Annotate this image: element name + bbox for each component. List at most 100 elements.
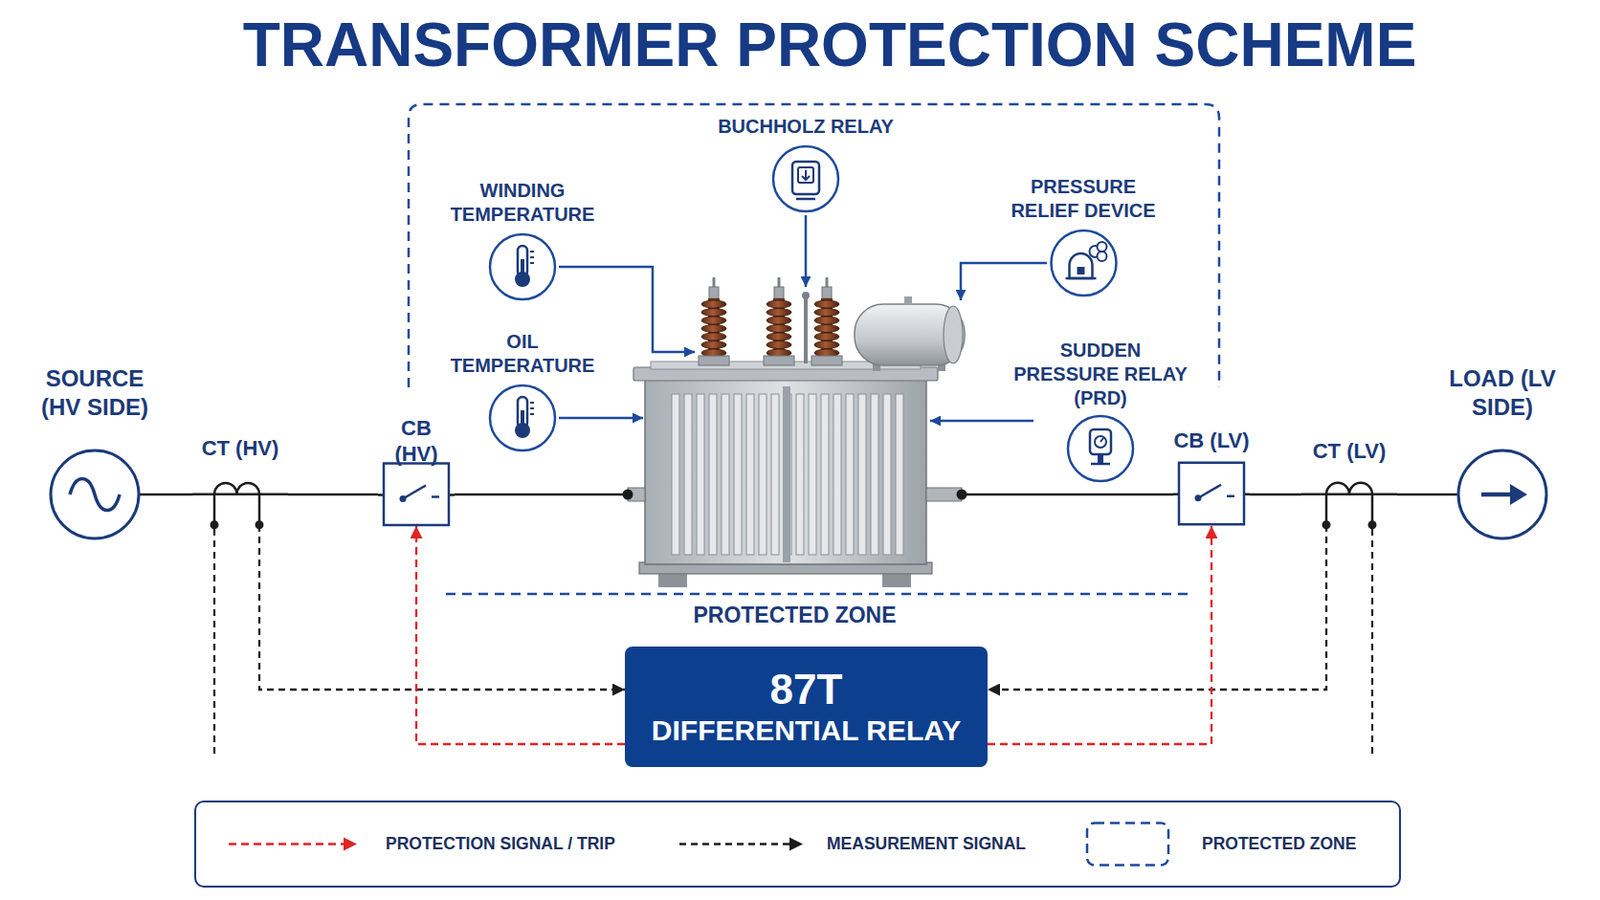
circuit-breaker [1178, 463, 1245, 526]
current-transformer [1322, 521, 1332, 531]
source-label: SOURCE (HV SIDE) [32, 364, 157, 423]
radiator-fin [746, 394, 755, 556]
radiator-fin [721, 394, 730, 556]
hv-bushing [709, 287, 719, 299]
hv-bushing [701, 333, 727, 341]
protected-zone: PROTECTED ZONEBUCHHOLZ RELAYWINDING TEMP… [408, 104, 1220, 632]
buchholz-relay-icon [796, 198, 816, 201]
differential-relay: 87TDIFFERENTIAL RELAY [624, 646, 988, 768]
power-line [1249, 493, 1302, 497]
load-symbol: LOAD (LV SIDE) [1440, 364, 1565, 543]
hv-bushing [701, 341, 727, 350]
radiator-fin [671, 394, 680, 556]
sudden-pressure-icon [1097, 454, 1104, 464]
circuit-breaker: CB (HV) [377, 415, 455, 528]
radiator-fin [808, 394, 817, 556]
radiator-fin [733, 394, 742, 556]
winding-temperature-icon [530, 262, 534, 265]
sudden-pressure-icon: SUDDEN PRESSURE RELAY (PRD) [1009, 338, 1192, 485]
circuit-breaker: CB (LV) [1173, 427, 1250, 527]
radiator-fin [821, 394, 829, 556]
hv-bushing [701, 300, 727, 309]
pressure-relief-icon [1096, 251, 1107, 262]
legend-label: PROTECTED ZONE [1201, 834, 1356, 855]
hv-bushing [763, 355, 795, 366]
radiator-fin [845, 394, 854, 556]
hv-bushing [822, 287, 832, 299]
legend-swatch [679, 802, 803, 887]
hv-bushing [698, 355, 730, 366]
pressure-relief-icon [1096, 242, 1107, 252]
pressure-relief-icon [1050, 230, 1116, 296]
radiator-fin [858, 394, 867, 556]
oil-temperature-icon [489, 385, 556, 451]
current-transformer [255, 521, 265, 531]
hv-bushing [814, 316, 840, 325]
hv-bushing [766, 316, 792, 325]
transformer-body [956, 489, 968, 501]
sensor-leader [930, 420, 1034, 423]
sudden-pressure-icon [1089, 429, 1112, 455]
legend-label: MEASUREMENT SIGNAL [826, 834, 1026, 855]
breaker-label: CB (LV) [1173, 427, 1250, 455]
device-label: SUDDEN PRESSURE RELAY (PRD) [1009, 338, 1192, 411]
load-symbol [1440, 450, 1547, 539]
ct-label: CT (HV) [192, 435, 289, 463]
power-line [1397, 493, 1441, 497]
current-transformer [1326, 483, 1373, 526]
hv-bushing [701, 316, 727, 325]
winding-temperature-icon: WINDING TEMPERATURE [441, 178, 604, 303]
radiator-fin [709, 394, 717, 556]
hv-bushing [811, 277, 843, 366]
radiator-fin [895, 394, 904, 556]
buchholz-relay-icon [773, 146, 839, 212]
transformer-body [926, 488, 962, 502]
sensor-leader [558, 266, 695, 353]
hv-bushing [814, 333, 840, 341]
circuit-breaker [383, 463, 449, 526]
device-label: PRESSURE RELIEF DEVICE [1004, 175, 1163, 223]
sudden-pressure-icon [1067, 416, 1134, 482]
source-symbol [138, 493, 157, 497]
relay-label: 87T [770, 666, 844, 715]
transformer-body [622, 361, 968, 588]
hv-bushing [698, 277, 730, 366]
circuit-breaker [1226, 495, 1235, 499]
transformer-body [622, 489, 634, 501]
buchholz-relay-icon [798, 167, 814, 183]
hv-bushing [766, 341, 792, 350]
device-label: WINDING TEMPERATURE [441, 178, 604, 227]
hv-bushing [814, 325, 840, 334]
hv-bushing [701, 309, 727, 317]
sensor-leader [558, 215, 1047, 422]
relay-label: DIFFERENTIAL RELAY [651, 714, 961, 749]
oil-temperature-icon [520, 410, 525, 430]
winding-temperature-icon [489, 234, 556, 300]
hv-bushing [766, 333, 792, 341]
current-transformer [192, 493, 289, 497]
legend-swatch [228, 802, 357, 887]
legend-label: PROTECTION SIGNAL / TRIP [385, 834, 616, 855]
buchholz-relay-icon [773, 146, 839, 212]
hv-bushing [766, 309, 792, 317]
current-transformer [214, 483, 260, 526]
winding-temperature-icon [530, 256, 534, 259]
winding-temperature-icon [489, 234, 556, 300]
load-symbol [1440, 493, 1459, 497]
ct-secondary-lead [213, 529, 216, 756]
circuit-breaker [402, 485, 426, 499]
power-line [156, 493, 193, 497]
pressure-relief-icon [1050, 230, 1116, 296]
current-transformer: CT (LV) [1301, 438, 1398, 526]
trip-signal [987, 526, 1212, 745]
buchholz-relay-icon: BUCHHOLZ RELAY [700, 114, 912, 215]
device-label: OIL TEMPERATURE [441, 330, 604, 378]
hv-bushing [774, 287, 784, 299]
oil-temperature-icon [530, 413, 534, 416]
legend-swatch [1085, 802, 1171, 887]
sudden-pressure-icon [1100, 438, 1104, 443]
hv-bushing [766, 300, 792, 309]
radiator-fin [796, 394, 804, 556]
radiator-fin [833, 394, 842, 556]
radiator-fin [758, 394, 767, 556]
